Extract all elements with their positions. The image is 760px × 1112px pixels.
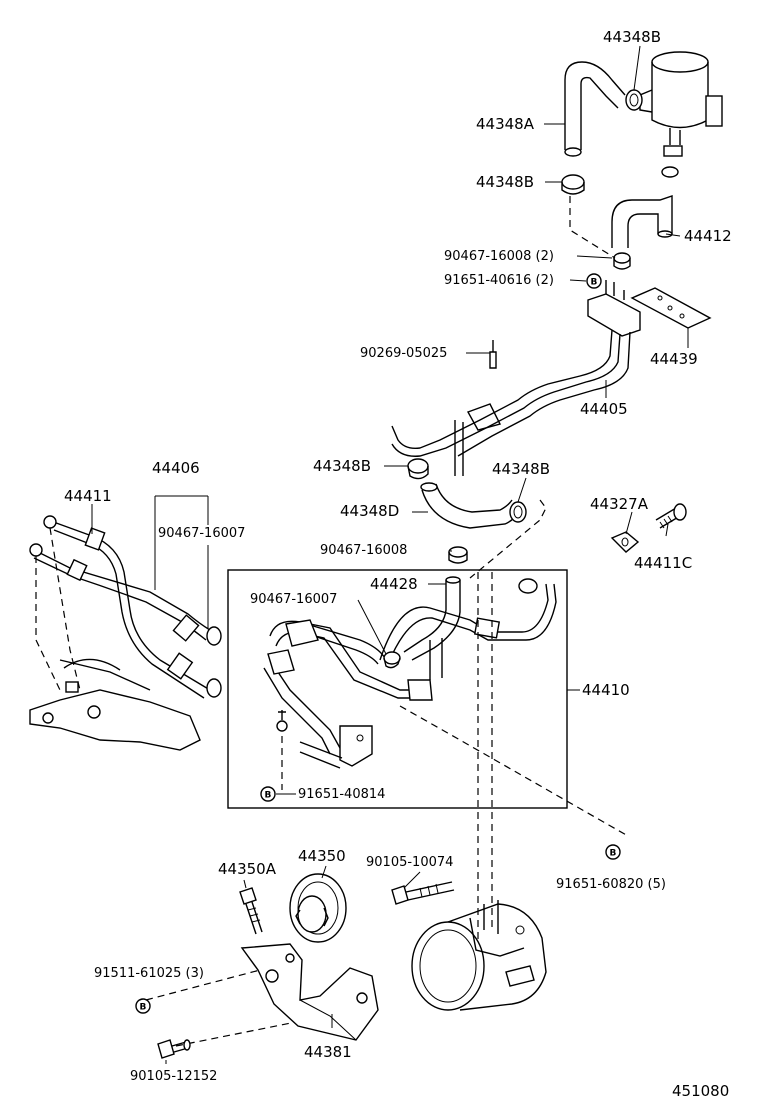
label-44428: 44428 bbox=[370, 575, 418, 593]
hose-44348A bbox=[564, 61, 626, 157]
pump bbox=[411, 900, 547, 1011]
bolt-44350A bbox=[239, 887, 263, 935]
label-91651-40814: 91651-40814 bbox=[298, 787, 386, 802]
pulley-44350 bbox=[289, 873, 347, 943]
clamp-44327A bbox=[610, 531, 640, 553]
hose-44412 bbox=[611, 166, 679, 248]
label-91651-60820-5: 91651-60820 (5) bbox=[556, 877, 666, 892]
label-44327A: 44327A bbox=[590, 495, 648, 513]
clamp-44348B-top bbox=[625, 89, 643, 111]
label-44405: 44405 bbox=[580, 400, 628, 418]
clamp-90467-16008-top bbox=[613, 252, 631, 270]
bolt-90105-10074 bbox=[391, 881, 455, 905]
bolt-44411C bbox=[655, 503, 687, 529]
label-44350A: 44350A bbox=[218, 860, 276, 878]
bolt-marker-91651-40814: B bbox=[260, 786, 276, 802]
label-91511-61025-3: 91511-61025 (3) bbox=[94, 966, 204, 981]
steering-rack bbox=[29, 658, 201, 751]
bolt-marker-91651-60820: B bbox=[605, 844, 621, 860]
bolt-marker-91651-40616: B bbox=[586, 273, 602, 289]
label-44410: 44410 bbox=[582, 681, 630, 699]
bolt-marker-91511-61025: B bbox=[135, 998, 151, 1014]
bolt-marker-text: B bbox=[140, 1003, 147, 1013]
bolt-marker-text: B bbox=[591, 278, 598, 288]
diagram-number: 451080 bbox=[672, 1082, 730, 1100]
bolt-90105-12152 bbox=[157, 1039, 191, 1059]
label-44348A: 44348A bbox=[476, 115, 534, 133]
clamp-90467-16007-box bbox=[383, 651, 401, 669]
leader-lines bbox=[91, 45, 689, 1064]
label-44348B-right: 44348B bbox=[492, 460, 551, 478]
label-90467-16008-2: 90467-16008 (2) bbox=[444, 249, 554, 264]
label-44348D: 44348D bbox=[340, 502, 400, 520]
clamp-44348B-right bbox=[509, 501, 527, 523]
label-44381: 44381 bbox=[304, 1043, 352, 1061]
label-90467-16008-b: 90467-16008 bbox=[320, 543, 408, 558]
label-90105-10074: 90105-10074 bbox=[366, 855, 454, 870]
label-90467-16007-b: 90467-16007 bbox=[250, 592, 338, 607]
pipe-assembly-44410 bbox=[263, 576, 557, 769]
bolt-marker-text: B bbox=[265, 791, 272, 801]
clamp-44348B-mid bbox=[561, 174, 585, 195]
clamp-90467-16008-mid bbox=[448, 546, 468, 564]
bracket-44381 bbox=[240, 943, 379, 1041]
label-44412: 44412 bbox=[684, 227, 732, 245]
label-44411: 44411 bbox=[64, 487, 112, 505]
label-90467-16007-a: 90467-16007 bbox=[158, 526, 246, 541]
bracket-44439 bbox=[630, 287, 712, 329]
label-44411C: 44411C bbox=[634, 554, 693, 572]
hose-44348D bbox=[420, 482, 519, 529]
reservoir-tank bbox=[639, 51, 723, 157]
label-44350: 44350 bbox=[298, 847, 346, 865]
pipe-44405 bbox=[391, 280, 641, 476]
label-90105-12152: 90105-12152 bbox=[130, 1069, 218, 1084]
label-44406: 44406 bbox=[152, 459, 200, 477]
label-91651-40616-2: 91651-40616 (2) bbox=[444, 273, 554, 288]
label-44439: 44439 bbox=[650, 350, 698, 368]
label-90269-05025: 90269-05025 bbox=[360, 346, 448, 361]
bolt-marker-text: B bbox=[610, 849, 617, 859]
hose-44411 bbox=[29, 515, 222, 699]
clamp-44348B-left bbox=[407, 458, 429, 480]
label-44348B-left: 44348B bbox=[313, 457, 372, 475]
bolt-90269-05025 bbox=[489, 340, 497, 369]
label-44348B-top: 44348B bbox=[603, 28, 662, 46]
box-44410 bbox=[227, 569, 568, 809]
label-44348B-mid: 44348B bbox=[476, 173, 535, 191]
